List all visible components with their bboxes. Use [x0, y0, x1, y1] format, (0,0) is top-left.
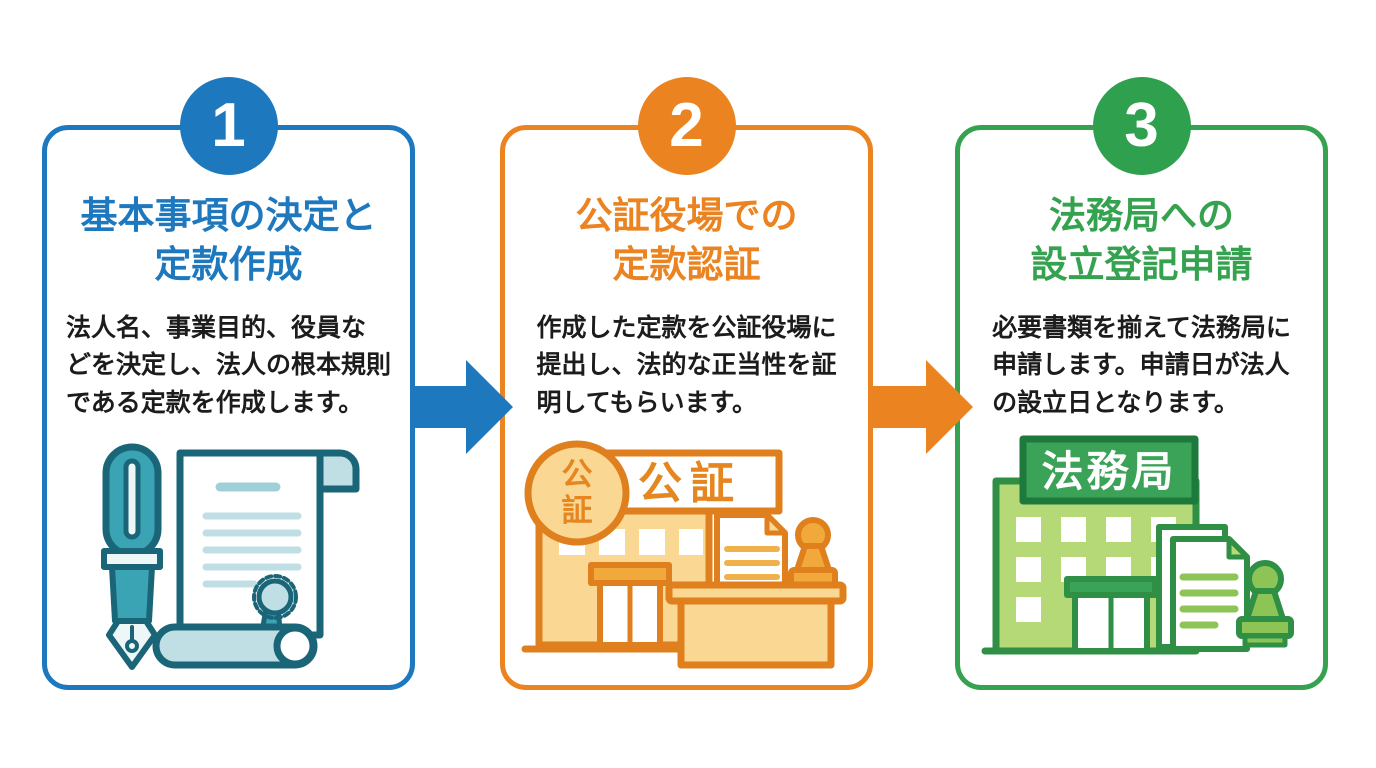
- step-3-number-badge: 3: [1092, 77, 1191, 175]
- step-2-icon-area: 公証 公 証: [521, 437, 853, 673]
- svg-text:法務局: 法務局: [1041, 448, 1176, 495]
- scroll-document: [152, 449, 359, 669]
- notary-sign: 公証: [597, 449, 782, 515]
- pen-and-scroll-icon: [100, 443, 359, 670]
- registration-documents: [1155, 524, 1250, 652]
- step-1-title: 基本事項の決定と 定款作成: [80, 195, 377, 285]
- svg-text:証: 証: [561, 493, 592, 528]
- step-card-3: 3 法務局への 設立登記申請 必要書類を揃えて法務局に 申請します。申請日が法人…: [955, 77, 1328, 690]
- step-3-icon-area: 法務局: [981, 429, 1303, 673]
- registration-stamp: [1235, 560, 1294, 648]
- step-card-1: 1 基本事項の決定と 定款作成 法人名、事業目的、役員な どを決定し、法人の根本…: [42, 77, 415, 690]
- svg-text:公: 公: [561, 457, 592, 492]
- legal-bureau-sign: 法務局: [1019, 435, 1198, 505]
- notary-office-icon: 公証 公 証: [521, 440, 846, 669]
- svg-text:公証: 公証: [638, 459, 742, 508]
- step-2-number-badge: 2: [637, 77, 736, 175]
- arrow-step2-to-step3: [871, 360, 973, 454]
- reception-desk: [665, 581, 846, 669]
- step-2-title: 公証役場での 定款認証: [575, 195, 798, 285]
- notary-seal-badge: 公 証: [524, 440, 629, 546]
- fountain-pen: [100, 443, 163, 670]
- legal-bureau-icon: 法務局: [981, 435, 1294, 655]
- step-card-2: 2 公証役場での 定款認証 作成した定款を公証役場に 提出し、法的な正当性を証 …: [500, 77, 873, 690]
- step-1-icon-area: [78, 439, 380, 673]
- step-3-number: 3: [1124, 91, 1159, 160]
- step-1-number-badge: 1: [179, 77, 278, 175]
- step-2-number: 2: [669, 91, 704, 160]
- step-2-description: 作成した定款を公証役場に 提出し、法的な正当性を証 明してもらいます。: [536, 313, 837, 417]
- step-3-title: 法務局への 設立登記申請: [1030, 195, 1253, 285]
- arrow-step1-to-step2: [411, 360, 513, 454]
- notary-stamp: [787, 517, 838, 588]
- step-3-description: 必要書類を揃えて法務局に 申請します。申請日が法人 の設立日となります。: [992, 313, 1291, 417]
- step-1-description: 法人名、事業目的、役員な どを決定し、法人の根本規則 である定款を作成します。: [65, 313, 391, 417]
- step-1-number: 1: [211, 91, 246, 160]
